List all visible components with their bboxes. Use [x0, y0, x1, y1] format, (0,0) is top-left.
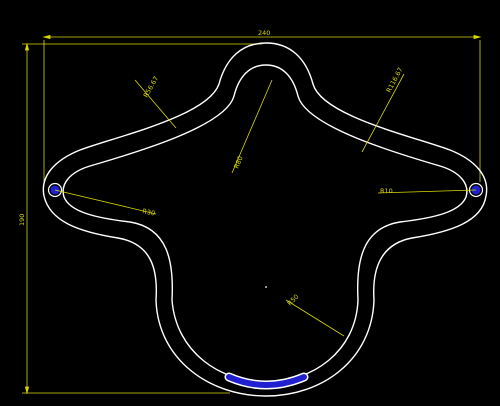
- inner-outline: [62, 64, 468, 383]
- right-radius-label: R10: [380, 187, 393, 195]
- overall-height-dimension: [22, 42, 262, 395]
- bottom-slot: [224, 372, 309, 390]
- left-radius-label: R30: [142, 207, 156, 217]
- top-right-radius-label: R116.67: [385, 66, 405, 94]
- center-mark: [265, 286, 267, 288]
- overall-width-dimension: [42, 34, 482, 182]
- top-left-radius-label: R56.67: [142, 75, 160, 99]
- radius-leaders: [54, 73, 477, 337]
- overall-width-label: 240: [258, 29, 270, 37]
- overall-height-label: 190: [18, 214, 26, 226]
- bottom-radius-label: R50: [286, 293, 301, 308]
- outer-outline: [42, 42, 488, 397]
- inner-radius-label: R80: [232, 155, 244, 170]
